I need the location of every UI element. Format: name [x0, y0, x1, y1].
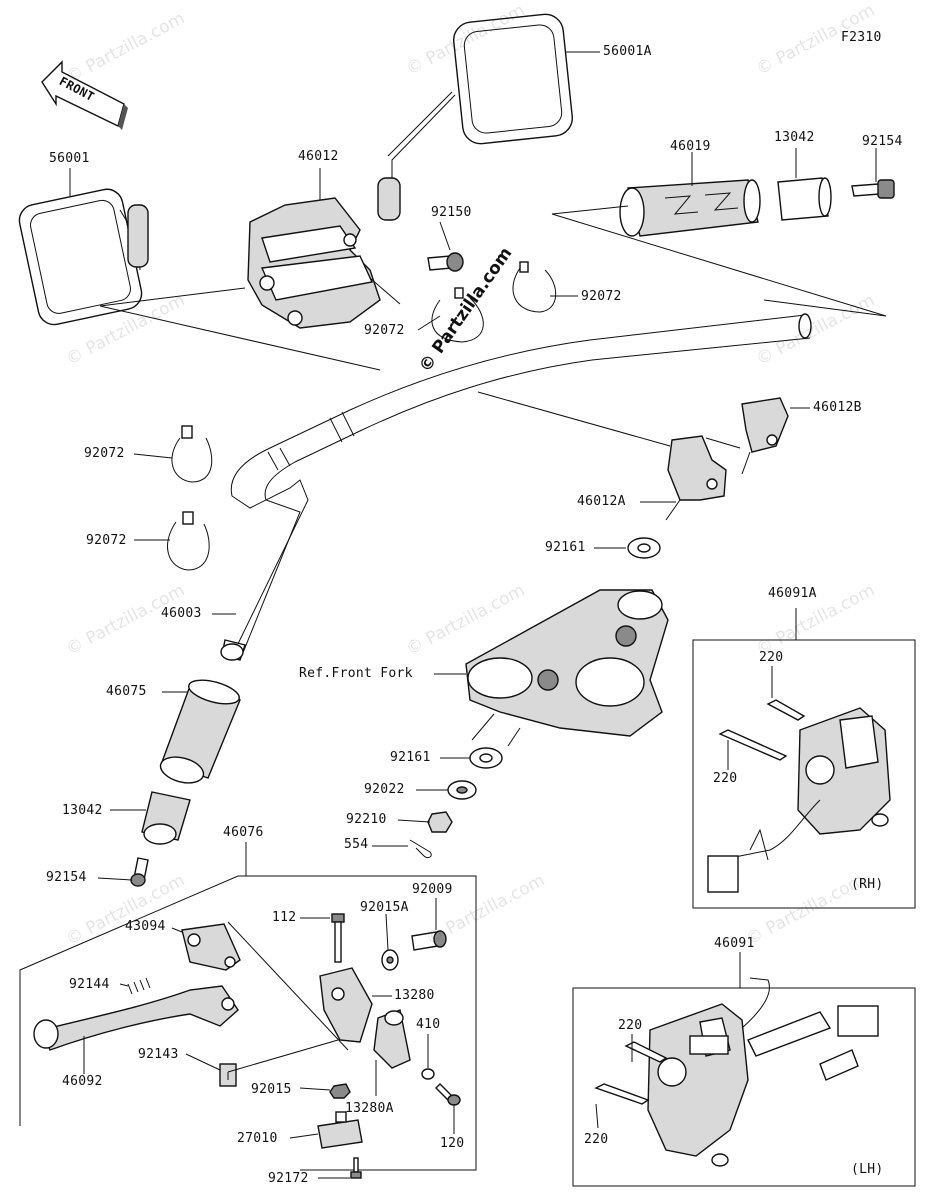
label-92154-top: 92154	[862, 134, 903, 149]
grip-lh-46075	[159, 679, 241, 784]
bolt-92009	[411, 930, 447, 951]
label-lh: (LH)	[851, 1162, 884, 1177]
fork-bridge	[465, 589, 669, 737]
bracket-13280	[319, 967, 373, 1043]
label-92015: 92015	[251, 1082, 292, 1097]
label-46091A: 46091A	[768, 586, 817, 601]
mirror-lh	[18, 188, 149, 326]
holder-46012B	[741, 397, 789, 475]
label-46019: 46019	[670, 139, 711, 154]
label-92154-bottom: 92154	[46, 870, 87, 885]
switch-rh-box	[692, 639, 916, 909]
handlebar-46003	[220, 313, 812, 661]
label-92072-top-left: 92072	[364, 323, 405, 338]
label-92161-bottom: 92161	[390, 750, 431, 765]
label-46003: 46003	[161, 606, 202, 621]
bolt-92150	[427, 252, 464, 272]
bolt-112	[331, 913, 345, 963]
clamp-46012	[247, 197, 381, 329]
label-220-a: 220	[759, 650, 784, 665]
label-554: 554	[344, 837, 369, 852]
label-112: 112	[272, 910, 297, 925]
label-120: 120	[440, 1136, 465, 1151]
washer-92161-bottom	[469, 747, 503, 769]
bar-end-13042-top	[777, 177, 832, 221]
spring-92144	[127, 977, 151, 995]
screw-92172	[350, 1157, 362, 1179]
washer-410	[421, 1068, 435, 1080]
switch-rh-46091A	[707, 699, 891, 893]
label-13280A: 13280A	[345, 1101, 394, 1116]
grip-rh-46019	[619, 179, 761, 237]
switch-27010	[317, 1111, 363, 1149]
washer-92015A	[381, 949, 399, 971]
label-92072-left-b: 92072	[86, 533, 127, 548]
label-56001: 56001	[49, 151, 90, 166]
lever-box	[19, 875, 477, 1171]
washer-92022	[447, 780, 477, 800]
label-92172: 92172	[268, 1171, 309, 1186]
bolt-120	[435, 1083, 461, 1106]
pin-554	[409, 839, 432, 859]
bolt-92154-top	[851, 179, 895, 199]
label-220-b: 220	[713, 771, 738, 786]
label-46091: 46091	[714, 936, 755, 951]
bar-end-13042-bottom	[141, 791, 191, 845]
label-220-d: 220	[584, 1132, 609, 1147]
band-92072-left	[167, 425, 213, 571]
switch-lh-box	[572, 987, 916, 1187]
nut-92015	[329, 1083, 351, 1099]
figure-code: F2310	[841, 30, 882, 45]
lever-46092	[33, 985, 239, 1051]
label-27010: 27010	[237, 1131, 278, 1146]
bracket-43094	[181, 923, 241, 971]
label-92022: 92022	[364, 782, 405, 797]
label-46075: 46075	[106, 684, 147, 699]
label-13280: 13280	[394, 988, 435, 1003]
nut-92210	[427, 811, 453, 833]
label-92143: 92143	[138, 1047, 179, 1062]
front-arrow-icon	[41, 60, 128, 130]
label-92072-left-a: 92072	[84, 446, 125, 461]
label-rh: (RH)	[851, 877, 884, 892]
holder-46012A	[665, 435, 727, 521]
label-92161-top: 92161	[545, 540, 586, 555]
mirror-rh	[377, 13, 573, 221]
label-13042-bottom: 13042	[62, 803, 103, 818]
label-92144: 92144	[69, 977, 110, 992]
label-56001A: 56001A	[603, 44, 652, 59]
label-46076: 46076	[223, 825, 264, 840]
label-220-c: 220	[618, 1018, 643, 1033]
label-92150: 92150	[431, 205, 472, 220]
washer-92161-top	[627, 537, 661, 559]
band-92072-top	[431, 261, 557, 343]
label-92015A: 92015A	[360, 900, 409, 915]
label-46012B: 46012B	[813, 400, 862, 415]
leader-lines	[69, 51, 887, 1179]
label-43094: 43094	[125, 919, 166, 934]
label-92210: 92210	[346, 812, 387, 827]
label-92072-top-right: 92072	[581, 289, 622, 304]
clamp-13280A	[373, 1009, 411, 1069]
switch-lh-46091	[594, 977, 879, 1167]
bolt-92154-bottom	[130, 857, 149, 887]
label-46092: 46092	[62, 1074, 103, 1089]
label-46012: 46012	[298, 149, 339, 164]
label-46012A: 46012A	[577, 494, 626, 509]
label-92009: 92009	[412, 882, 453, 897]
label-410: 410	[416, 1017, 441, 1032]
ref-front-fork-label: Ref.Front Fork	[299, 666, 413, 681]
label-13042-top: 13042	[774, 130, 815, 145]
